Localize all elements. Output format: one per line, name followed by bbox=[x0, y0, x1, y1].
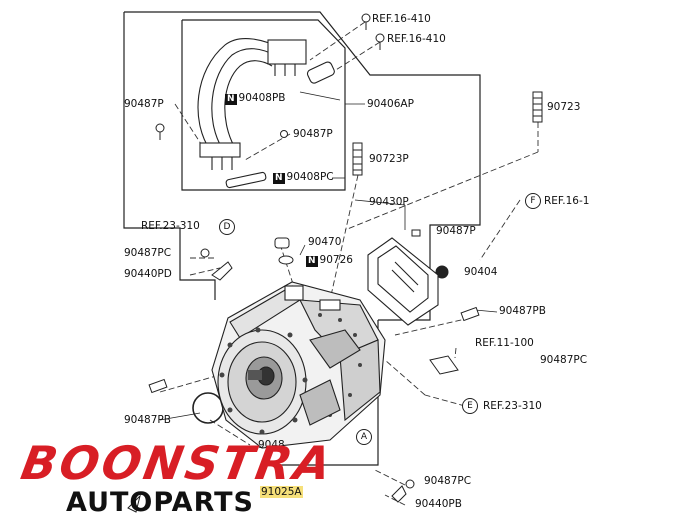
tab-ref-11-100 bbox=[429, 355, 459, 375]
bracket-90440pb bbox=[391, 485, 407, 503]
part-90487pb-left-label: 90487PB bbox=[124, 414, 171, 426]
part-90430p-label: 90430P bbox=[369, 196, 409, 208]
part-90408pc-text: 90408PC bbox=[286, 171, 334, 183]
part-91025a-label: 91025A bbox=[260, 486, 303, 498]
ref-16-410-label-a: REF.16-410 bbox=[372, 13, 431, 25]
harness-box bbox=[181, 19, 346, 191]
callout-d: D bbox=[219, 219, 235, 235]
callout-f: F bbox=[525, 193, 541, 209]
ref-23-310-a-label: REF.23-310 bbox=[141, 220, 200, 232]
wire-harness bbox=[197, 38, 335, 189]
part-90487p-mid-label: 90487P bbox=[293, 128, 333, 140]
ref-11-100-label: REF.11-100 bbox=[475, 337, 534, 349]
part-90440pd-label: 90440PD bbox=[124, 268, 172, 280]
part-90487p-left-label: 90487P bbox=[124, 98, 164, 110]
part-91025a-text: 91025A bbox=[260, 486, 303, 498]
new-part-badge: N bbox=[306, 256, 318, 267]
seal-90726 bbox=[278, 255, 294, 265]
part-90440pb-label: 90440PB bbox=[415, 498, 462, 510]
part-90487pc-left-label: 90487PC bbox=[124, 247, 172, 259]
part-90726-text: 90726 bbox=[319, 254, 353, 266]
callout-e: E bbox=[462, 398, 478, 414]
part-90723p-label: 90723P bbox=[369, 153, 409, 165]
stud-90723p bbox=[352, 142, 363, 176]
part-90406ap-label: 90406AP bbox=[367, 98, 414, 110]
bolt-set bbox=[148, 13, 480, 489]
part-90487pc-right-label: 90487PC bbox=[540, 354, 588, 366]
part-90408pb-text: 90408PB bbox=[238, 92, 286, 104]
brand-logo-subtext: AUTOPARTS bbox=[66, 487, 255, 518]
cap-90470 bbox=[274, 237, 290, 249]
cursor-arrow-icon bbox=[127, 494, 141, 513]
part-9048x-label: 9048 bbox=[258, 439, 285, 451]
new-part-badge: N bbox=[225, 94, 237, 105]
part-90470-label: 90470 bbox=[308, 236, 342, 248]
ref-16-1-label: REF.16-1 bbox=[544, 195, 590, 207]
bracket-90440pd bbox=[211, 261, 233, 281]
motor-generator bbox=[211, 281, 386, 449]
ref-16-410-label-b: REF.16-410 bbox=[387, 33, 446, 45]
part-90487pb-right-label: 90487PB bbox=[499, 305, 546, 317]
ref-23-310-b-label: REF.23-310 bbox=[483, 400, 542, 412]
part-90404-label: 90404 bbox=[464, 266, 498, 278]
callout-a: A bbox=[356, 429, 372, 445]
assembly-outline-left bbox=[123, 12, 216, 300]
new-part-badge: N bbox=[273, 173, 285, 184]
oring bbox=[192, 392, 224, 424]
part-90487p-right-label: 90487P bbox=[436, 225, 476, 237]
brand-logo-text: BOONSTRA bbox=[17, 436, 339, 490]
part-90723-label: 90723 bbox=[547, 101, 581, 113]
cover-plate-90430p bbox=[367, 237, 439, 326]
stud-90723 bbox=[532, 91, 543, 123]
part-90487pc-bottom-label: 90487PC bbox=[424, 475, 472, 487]
